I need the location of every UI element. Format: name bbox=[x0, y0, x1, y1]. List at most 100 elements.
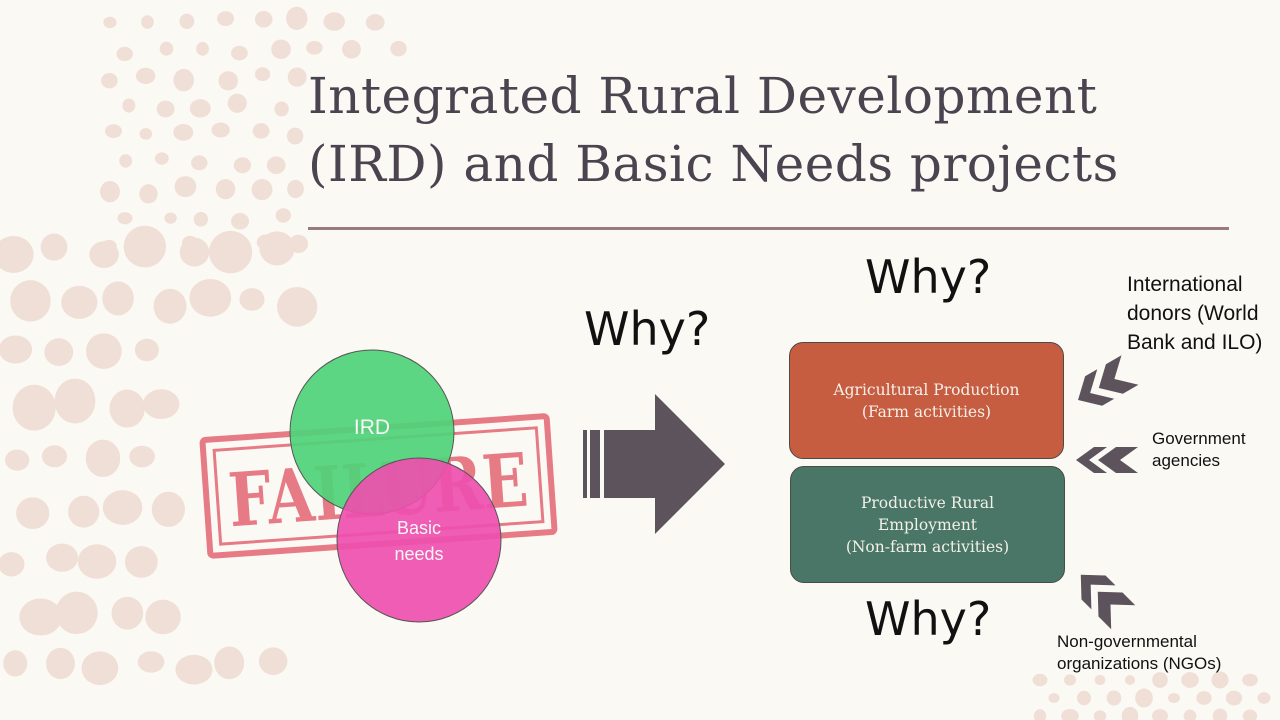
background-dot bbox=[287, 179, 304, 199]
government-chevron-arrow bbox=[1076, 447, 1138, 473]
background-dot bbox=[0, 335, 33, 364]
background-dot bbox=[1076, 690, 1092, 706]
background-dot bbox=[119, 154, 133, 168]
background-dot bbox=[239, 288, 265, 311]
background-dot bbox=[137, 651, 165, 673]
title-line-2: (IRD) and Basic Needs projects bbox=[308, 135, 1119, 193]
big-right-arrow bbox=[583, 394, 725, 534]
background-dot bbox=[1257, 692, 1271, 704]
background-dot bbox=[123, 225, 167, 268]
background-dot bbox=[189, 278, 232, 317]
agricultural-production-box: Agricultural Production (Farm activities… bbox=[789, 342, 1064, 459]
background-dot bbox=[100, 180, 120, 203]
background-dot bbox=[1225, 690, 1243, 706]
background-dot bbox=[259, 231, 295, 266]
background-dot bbox=[154, 152, 169, 165]
background-dot bbox=[85, 439, 121, 478]
background-dot bbox=[179, 13, 195, 29]
background-dot bbox=[135, 67, 156, 85]
background-dot bbox=[266, 156, 286, 175]
background-dot bbox=[342, 39, 361, 59]
background-dot bbox=[1181, 672, 1199, 688]
background-dot bbox=[153, 288, 187, 324]
background-dot bbox=[111, 596, 144, 630]
background-dot bbox=[1032, 673, 1048, 687]
background-dot bbox=[1152, 672, 1168, 688]
background-dot bbox=[254, 67, 271, 82]
ngo-chevron-arrow bbox=[1080, 574, 1136, 630]
background-dot bbox=[1048, 693, 1060, 703]
background-dot bbox=[12, 384, 56, 431]
venn-circle-basic-needs bbox=[336, 457, 502, 623]
background-dot bbox=[46, 647, 75, 680]
background-dot bbox=[287, 67, 307, 87]
background-dot bbox=[101, 73, 118, 89]
background-dot bbox=[0, 552, 25, 577]
venn-label-basic: Basic bbox=[397, 518, 441, 538]
background-dot bbox=[1212, 708, 1228, 720]
background-dot bbox=[1168, 692, 1180, 704]
ngo-line-1: Non-governmental bbox=[1057, 632, 1197, 651]
productive-employment-box: Productive Rural Employment (Non-farm ac… bbox=[790, 466, 1065, 583]
background-dot bbox=[141, 15, 154, 29]
background-dot bbox=[1093, 710, 1107, 720]
background-dot bbox=[323, 12, 345, 31]
background-dot bbox=[1242, 673, 1258, 687]
agricultural-line-2: (Farm activities) bbox=[861, 402, 992, 421]
background-dot bbox=[275, 208, 292, 223]
background-dot bbox=[44, 338, 74, 366]
background-dot bbox=[1211, 671, 1229, 689]
background-dot bbox=[46, 543, 79, 572]
background-dot bbox=[1063, 674, 1077, 686]
title-divider bbox=[308, 227, 1229, 230]
background-dot bbox=[208, 230, 253, 274]
background-dot bbox=[231, 45, 248, 61]
donors-line-2: donors (World bbox=[1127, 302, 1259, 325]
background-dot bbox=[139, 128, 153, 140]
background-dot bbox=[68, 495, 100, 528]
background-dot bbox=[109, 389, 145, 428]
background-dot bbox=[145, 599, 181, 635]
background-dot bbox=[164, 212, 177, 224]
background-dot bbox=[217, 11, 235, 27]
venn-label-needs: needs bbox=[394, 544, 443, 564]
background-dot bbox=[1094, 674, 1106, 686]
title-line-1: Integrated Rural Development bbox=[308, 67, 1098, 125]
background-dot bbox=[233, 157, 252, 174]
background-dot bbox=[173, 123, 194, 141]
donors-label: International donors (World Bank and ILO… bbox=[1127, 270, 1262, 357]
background-dot bbox=[1135, 688, 1153, 708]
background-dot bbox=[211, 122, 230, 138]
background-dot bbox=[156, 100, 175, 118]
background-dot bbox=[271, 39, 291, 59]
background-dot bbox=[0, 235, 34, 273]
background-dot bbox=[19, 598, 62, 636]
government-line-1: Government bbox=[1152, 429, 1246, 448]
background-dot bbox=[1183, 709, 1197, 720]
background-dot bbox=[189, 99, 211, 118]
background-dot bbox=[77, 544, 117, 579]
donors-chevron-arrow bbox=[1078, 355, 1139, 406]
background-dot bbox=[390, 40, 407, 57]
background-dot bbox=[286, 6, 308, 31]
background-dot bbox=[227, 93, 247, 113]
background-dot bbox=[102, 490, 143, 525]
background-dot bbox=[218, 71, 239, 91]
background-dot bbox=[179, 237, 210, 267]
background-dot bbox=[174, 176, 197, 198]
background-dot bbox=[1121, 706, 1139, 720]
government-label: Government agencies bbox=[1152, 428, 1246, 472]
ngo-line-2: organizations (NGOs) bbox=[1057, 654, 1222, 673]
background-dot bbox=[1124, 675, 1136, 685]
background-dot bbox=[277, 286, 318, 327]
background-dot bbox=[102, 281, 134, 316]
background-dot bbox=[40, 233, 68, 261]
donors-line-1: International bbox=[1127, 273, 1243, 296]
background-dot bbox=[159, 41, 174, 56]
background-dot bbox=[254, 10, 273, 28]
background-dot bbox=[103, 16, 117, 29]
background-dot bbox=[365, 14, 385, 31]
background-dot bbox=[139, 184, 158, 204]
background-dot bbox=[89, 241, 119, 269]
